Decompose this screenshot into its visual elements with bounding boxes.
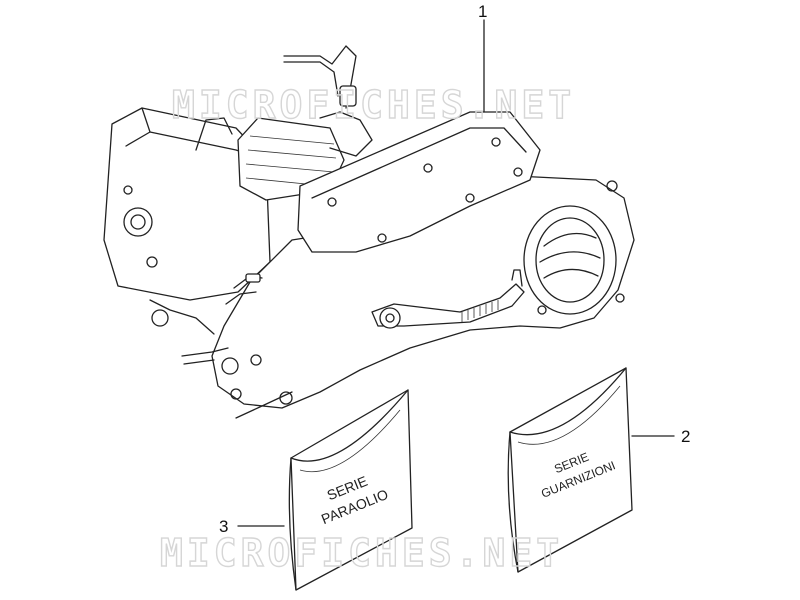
watermark-bottom: MICROFICHES.NET	[160, 531, 563, 575]
callout-2: 2	[631, 427, 690, 446]
callout-3: 3	[219, 517, 285, 536]
callout-label-3: 3	[219, 517, 228, 536]
callout-label-1: 1	[478, 2, 487, 21]
watermark-top: MICROFICHES.NET	[172, 83, 575, 127]
clutch-cover	[523, 205, 617, 315]
callout-label-2: 2	[681, 427, 690, 446]
gasket-set-envelope: SERIE GUARNIZIONI	[507, 367, 633, 573]
callout-1: 1	[478, 2, 487, 113]
oil-seal-set-envelope: SERIE PARAOLIO	[288, 389, 413, 591]
engine-assembly	[103, 45, 635, 419]
variator-cover	[297, 111, 541, 253]
